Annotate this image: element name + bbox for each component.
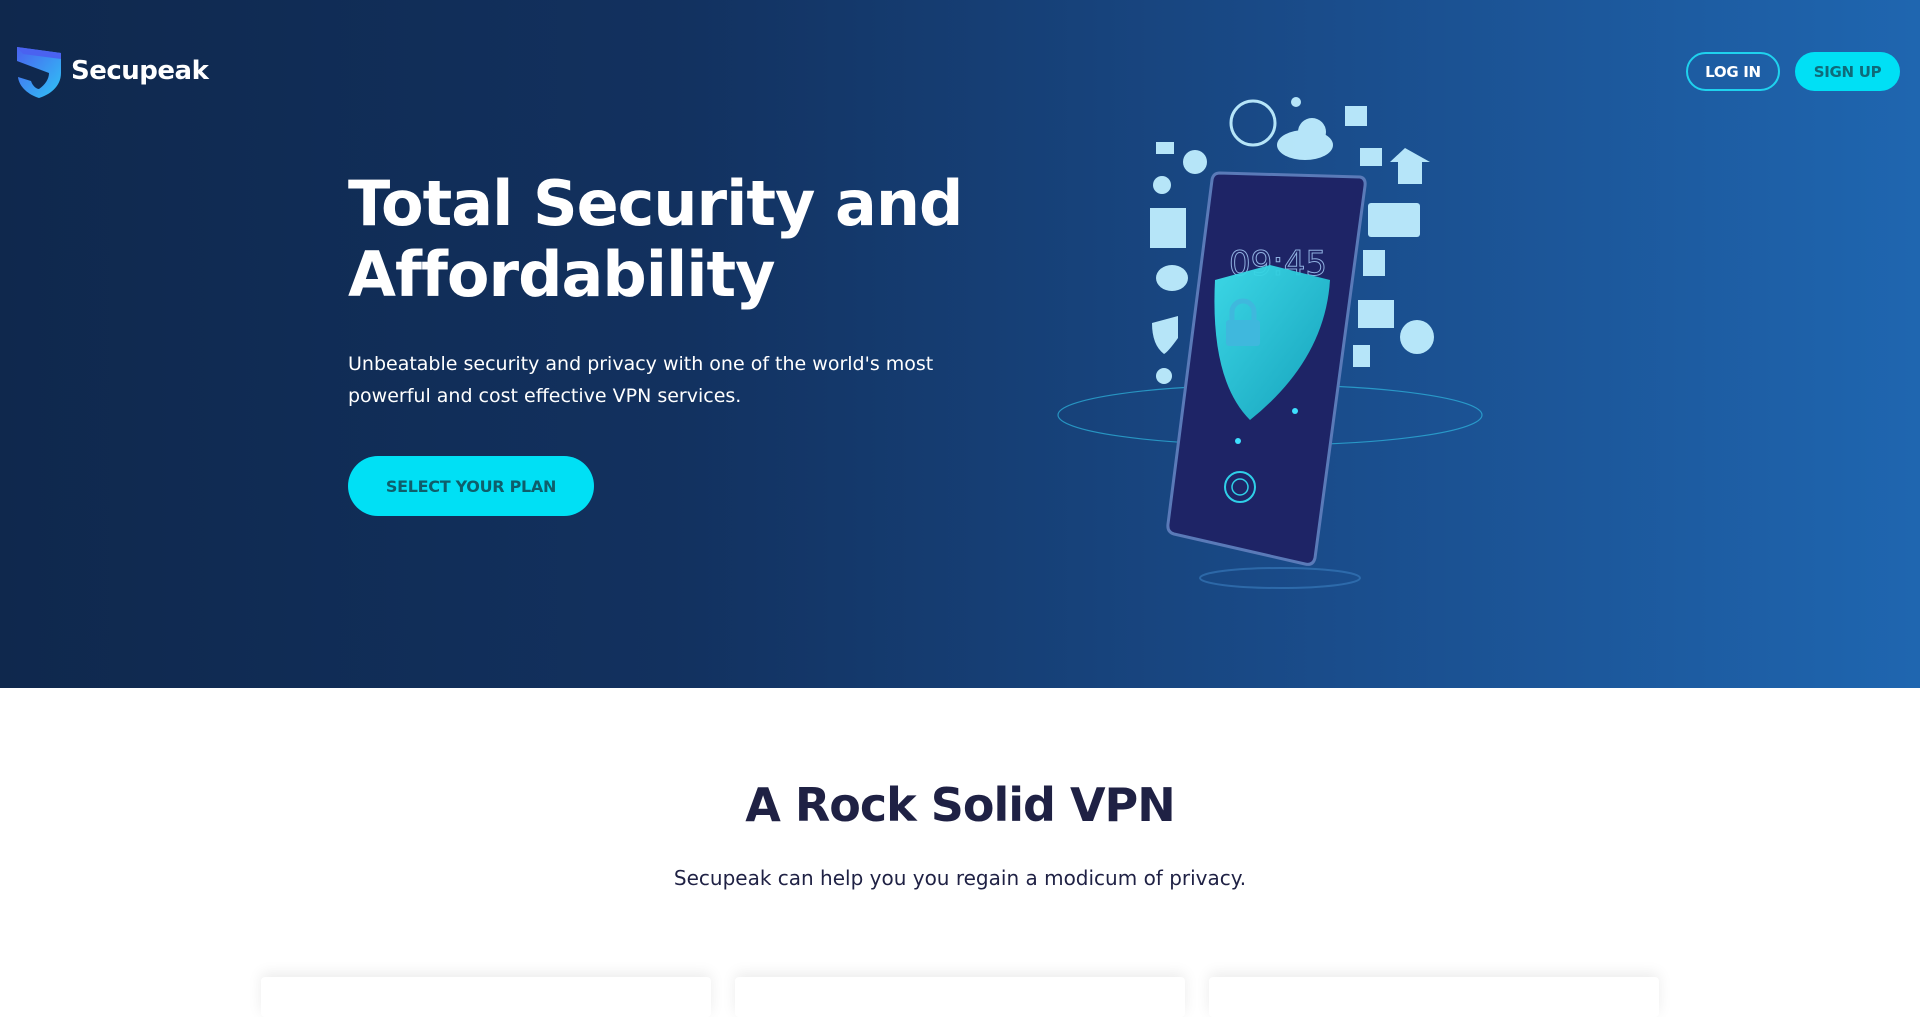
signup-button[interactable]: SIGN UP	[1795, 52, 1900, 91]
hero-title: Total Security and Affordability	[348, 167, 963, 311]
hero-subtitle: Unbeatable security and privacy with one…	[348, 353, 934, 407]
login-button[interactable]: LOG IN	[1686, 52, 1780, 91]
select-plan-button[interactable]: SELECT YOUR PLAN	[348, 456, 594, 516]
brand-name: Secupeak	[71, 56, 209, 86]
shield-logo-icon	[17, 47, 61, 98]
logo[interactable]: Secupeak	[15, 43, 209, 99]
lock-icon	[1226, 320, 1260, 346]
feature-card	[1209, 977, 1659, 1017]
section-title: A Rock Solid VPN	[745, 778, 1176, 832]
phone-security-illustration: 09:45	[1057, 97, 1483, 589]
app-icons-cloud	[1150, 97, 1434, 384]
feature-card	[261, 977, 711, 1017]
feature-card	[735, 977, 1185, 1017]
section-subtitle: Secupeak can help you you regain a modic…	[673, 866, 1247, 890]
hero-section: Secupeak LOG IN SIGN UP Total Security a…	[0, 0, 1920, 688]
fingerprint-icon	[1224, 471, 1256, 503]
